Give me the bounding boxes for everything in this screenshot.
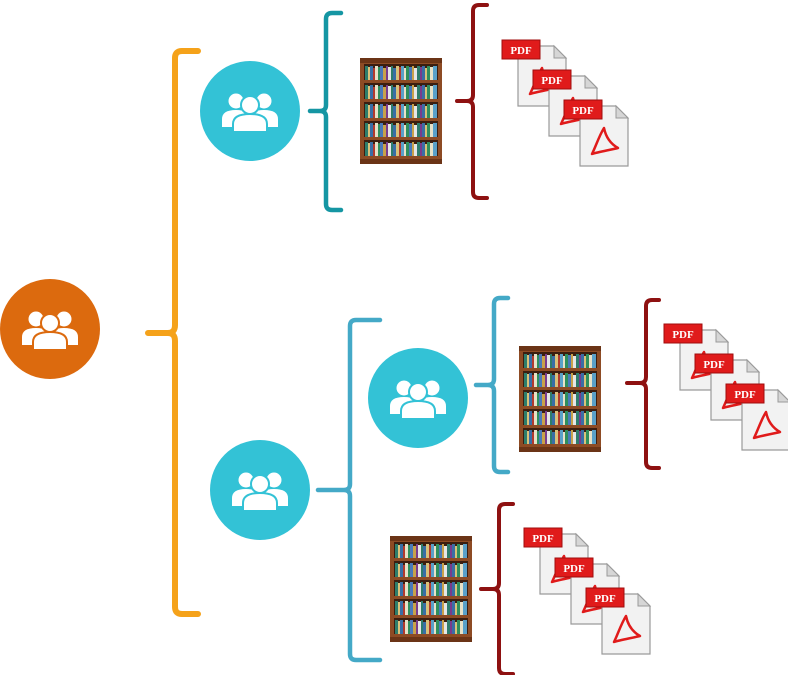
top-group-bracket xyxy=(307,10,344,213)
bookshelf-icon xyxy=(360,58,442,164)
pdf-document-icon: PDF xyxy=(532,69,599,138)
pdf-bracket-2 xyxy=(625,298,661,470)
pdf-badge-label: PDF xyxy=(510,45,532,57)
pdf-stacks: PDF PDF PDF PDF PDF PDF PDF PDF PDF xyxy=(501,39,788,656)
bookshelf-icon xyxy=(519,346,601,452)
pdf-badge-label: PDF xyxy=(703,359,725,371)
pdf-document-icon: PDF xyxy=(725,383,788,452)
pdf-document-icon: PDF xyxy=(694,353,761,422)
pdf-document-icon: PDF xyxy=(663,323,730,392)
people-group-icon xyxy=(231,471,289,512)
pdf-document-icon: PDF xyxy=(501,39,568,108)
people-group-icon xyxy=(221,92,279,133)
pdf-document-icon: PDF xyxy=(563,99,630,168)
lower-group-node xyxy=(210,440,310,540)
pdf-bracket-3 xyxy=(479,502,515,675)
pdf-badge-label: PDF xyxy=(541,75,563,87)
nested-group-bracket xyxy=(473,295,511,475)
root-bracket xyxy=(145,48,201,617)
pdf-stack-3: PDF PDF PDF xyxy=(523,527,652,656)
pdf-badge-label: PDF xyxy=(532,533,554,545)
pdf-badge-label: PDF xyxy=(594,593,616,605)
pdf-bracket-1 xyxy=(455,3,489,200)
pdf-badge-label: PDF xyxy=(734,389,756,401)
root-group-node xyxy=(0,279,100,379)
connector-brackets xyxy=(145,3,661,675)
pdf-badge-label: PDF xyxy=(563,563,585,575)
nested-group-node xyxy=(368,348,468,448)
bookshelf-icon xyxy=(390,536,472,642)
pdf-badge-label: PDF xyxy=(672,329,694,341)
pdf-stack-2: PDF PDF PDF xyxy=(663,323,788,452)
people-group-icon xyxy=(21,310,79,351)
people-group-icon xyxy=(389,379,447,420)
pdf-stack-1: PDF PDF PDF xyxy=(501,39,630,168)
lower-group-bracket xyxy=(315,317,383,663)
pdf-badge-label: PDF xyxy=(572,105,594,117)
pdf-document-icon: PDF xyxy=(523,527,590,596)
pdf-document-icon: PDF xyxy=(585,587,652,656)
pdf-document-icon: PDF xyxy=(554,557,621,626)
top-group-node xyxy=(200,61,300,161)
